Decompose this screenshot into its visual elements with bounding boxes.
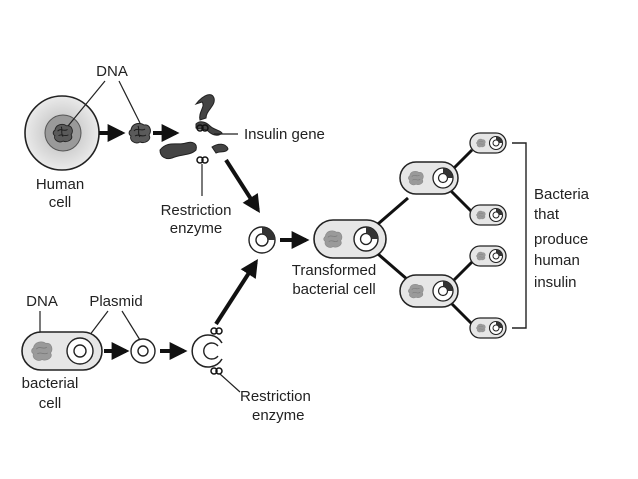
arrow-cut-to-recombinant	[214, 258, 258, 326]
recombinant-plasmid	[248, 226, 276, 254]
transformed-label-line1: Transformed	[292, 262, 376, 279]
dna-top-pointer-lines	[67, 80, 141, 127]
extracted-dna	[128, 122, 151, 144]
transformed-bacterial-cell	[313, 219, 387, 259]
restriction-enzyme-top-label-line2: enzyme	[170, 220, 223, 237]
plasmid-label: Plasmid	[89, 293, 142, 310]
bacterium-gen2-top	[399, 161, 459, 195]
dna-top-label: DNA	[96, 63, 128, 80]
insulin-gene-fragment	[195, 121, 223, 164]
bacteria-label-line3: produce	[534, 231, 588, 248]
bacteria-label-line2: that	[534, 206, 560, 223]
bacterial-cell-label-line2: cell	[39, 395, 62, 412]
bacterial-cell	[21, 331, 103, 371]
bacterium-gen3-3	[469, 245, 507, 267]
cut-dna-fragments	[159, 94, 229, 160]
bacteria-label-line5: insulin	[534, 274, 577, 291]
bacteria-label-line4: human	[534, 252, 580, 269]
restriction-enzyme-bottom-label-line2: enzyme	[252, 407, 305, 424]
arrow-gene-to-plasmid	[224, 158, 260, 214]
human-cell-label-line1: Human	[36, 176, 84, 193]
bacterium-gen2-bottom	[399, 274, 459, 308]
bracket	[512, 142, 527, 329]
bacterium-gen3-4	[469, 317, 507, 339]
bacterium-gen3-1	[469, 132, 507, 154]
human-cell	[24, 95, 100, 171]
bacterial-cell-label-line1: bacterial	[22, 375, 79, 392]
restriction-enzyme-bottom-label-line1: Restriction	[240, 388, 311, 405]
transformed-label-line2: bacterial cell	[292, 281, 375, 298]
isolated-plasmid	[130, 338, 156, 364]
bacteria-label-line1: Bacteria	[534, 186, 590, 203]
restriction-enzyme-top-label-line1: Restriction	[161, 202, 232, 219]
bacterium-gen3-2	[469, 204, 507, 226]
insulin-gene-label: Insulin gene	[244, 126, 325, 143]
human-cell-label-line2: cell	[49, 194, 72, 211]
cut-plasmid	[191, 327, 223, 375]
dna-bottom-label: DNA	[26, 293, 58, 310]
restriction-enzyme-bottom-pointer	[219, 373, 241, 393]
